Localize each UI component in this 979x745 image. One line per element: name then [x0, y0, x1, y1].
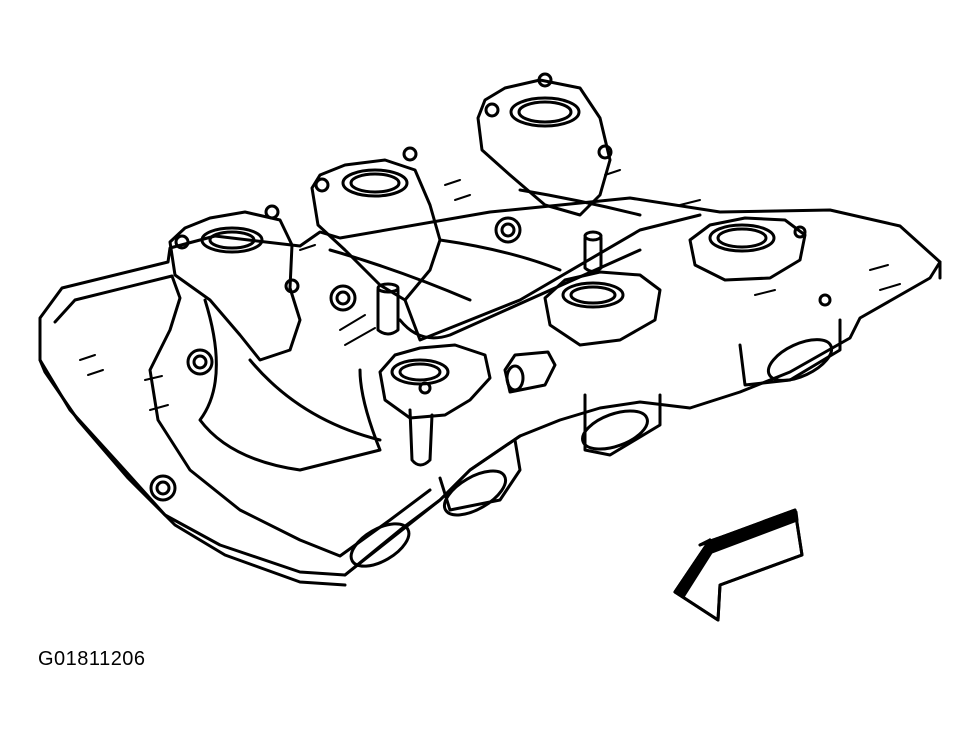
rear-runner-towers: [168, 72, 613, 362]
port-bosses: [149, 216, 603, 502]
manifold-base-flange: [38, 196, 942, 587]
runner-tubes: [198, 188, 702, 472]
figure-id-label: G01811206: [38, 648, 146, 670]
casting-detail-lines: [79, 169, 901, 411]
front-runner-flanges: [378, 216, 832, 467]
arrow-front-of-vehicle-icon: [673, 508, 804, 622]
sensor-fitting: [503, 350, 557, 394]
lower-port-openings: [343, 318, 842, 577]
